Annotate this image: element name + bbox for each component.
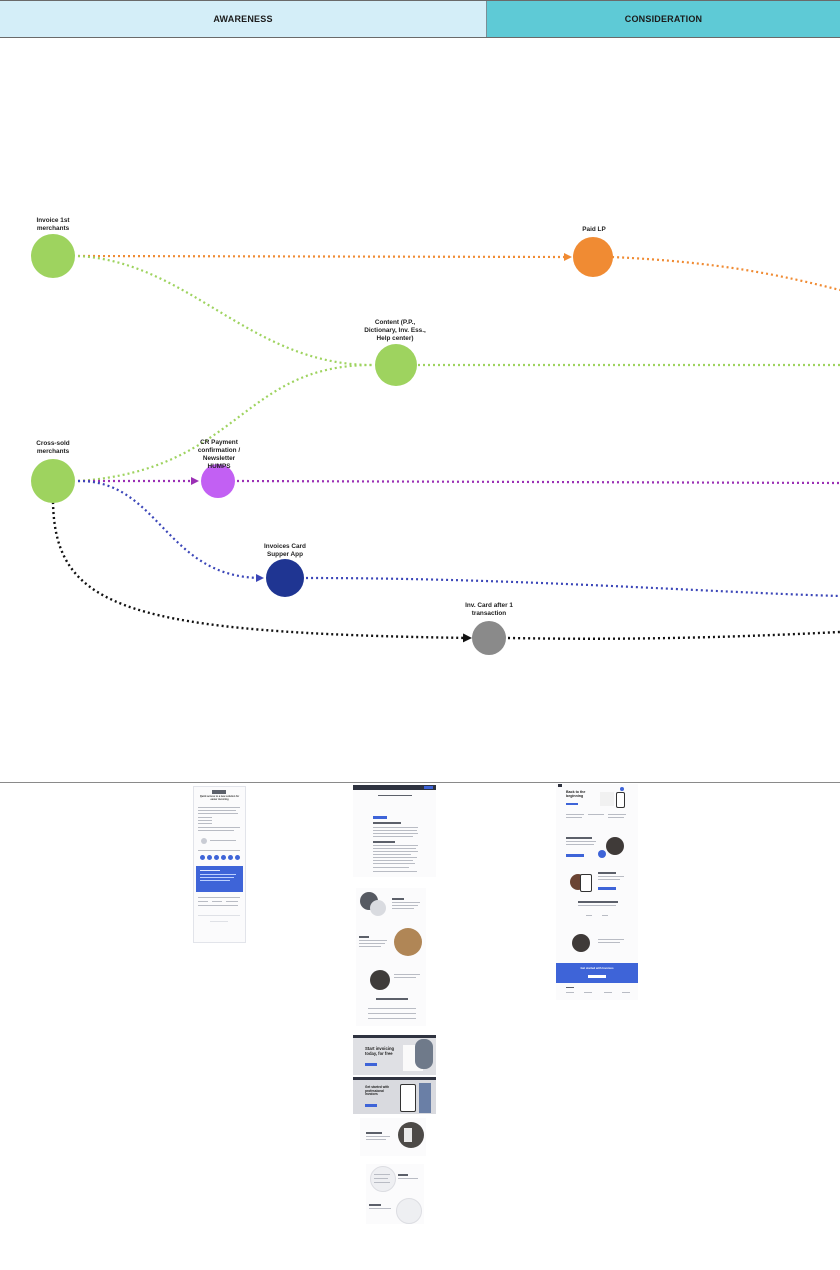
flow-invoices-card-onward xyxy=(305,576,840,598)
email-header-text: Quick access to a new solution for easie… xyxy=(199,795,240,801)
label-invoices-card: Invoices Card Supper App xyxy=(264,543,306,558)
thumbnail-content-page[interactable] xyxy=(356,888,426,1026)
stage-header: AWARENESS CONSIDERATION xyxy=(0,0,840,38)
thumbnail-article[interactable] xyxy=(353,785,436,877)
lp-hero-text: Back to the beginning xyxy=(566,790,586,798)
thumbnail-email[interactable]: Quick access to a new solution for easie… xyxy=(193,786,246,943)
label-cr-payment: CR Payment confirmation / Newsletter HUM… xyxy=(197,439,241,470)
get-started-pro-text: Get started with professional invoices xyxy=(365,1085,390,1097)
node-cr-payment xyxy=(201,464,235,498)
node-paid-lp xyxy=(573,237,613,277)
flow-invoice-to-content xyxy=(77,254,373,367)
thumbnail-start-invoicing[interactable]: Start invoicing today, for free xyxy=(353,1035,436,1075)
flow-paid-lp-onward xyxy=(611,255,840,292)
node-cross-sold-merchants xyxy=(31,459,75,503)
flow-cross-sold-to-invoices-card xyxy=(77,479,264,582)
thumbnail-feature-cards[interactable] xyxy=(366,1164,424,1224)
section-divider xyxy=(0,782,840,783)
thumbnail-landing-page[interactable]: Back to the beginning Get started with I… xyxy=(556,784,638,1000)
node-invoices-card xyxy=(266,559,304,597)
flow-invoice-to-paid-lp xyxy=(77,252,572,261)
node-invoice-first-merchants xyxy=(31,234,75,278)
label-invoice-first-merchants: Invoice 1st merchants xyxy=(36,217,70,232)
start-invoicing-text: Start invoicing today, for free xyxy=(365,1046,395,1056)
flow-inv-card-after-onward xyxy=(507,630,840,640)
flow-cross-sold-to-content xyxy=(77,363,373,483)
label-cross-sold-merchants: Cross-sold merchants xyxy=(36,440,70,455)
thumbnail-get-started-pro[interactable]: Get started with professional invoices xyxy=(353,1077,436,1114)
stage-awareness: AWARENESS xyxy=(0,1,487,37)
flow-cross-sold-to-inv-card-after xyxy=(51,501,472,643)
lp-cta-text: Get started with Invoices xyxy=(580,966,614,970)
node-inv-card-after xyxy=(472,621,506,655)
label-content: Content (P.P., Dictionary, Inv. Ess., He… xyxy=(364,319,426,342)
label-paid-lp: Paid LP xyxy=(582,226,606,233)
node-content xyxy=(375,344,417,386)
journey-diagram xyxy=(31,234,840,655)
label-inv-card-after: Inv. Card after 1 transaction xyxy=(465,602,513,617)
flow-cr-payment-onward xyxy=(236,479,840,485)
thumbnail-card-section[interactable] xyxy=(360,1118,426,1156)
stage-consideration: CONSIDERATION xyxy=(487,1,840,37)
